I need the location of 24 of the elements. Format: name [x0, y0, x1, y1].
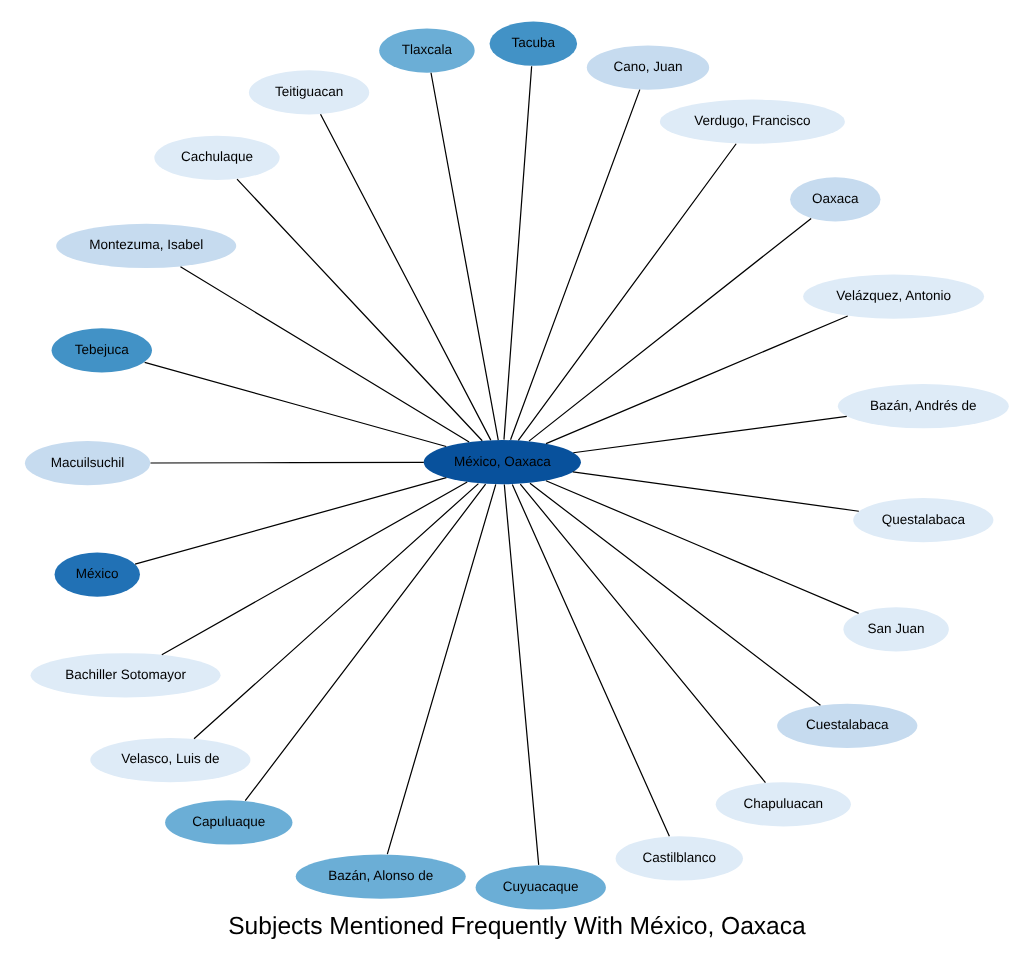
- connector: [144, 361, 447, 448]
- connector: [528, 217, 812, 442]
- connector: [509, 89, 641, 441]
- connector: [430, 72, 499, 441]
- connector: [179, 266, 470, 443]
- connector: [134, 477, 448, 565]
- connector: [161, 481, 468, 656]
- connector: [572, 415, 848, 454]
- connector: [529, 482, 822, 706]
- connector: [519, 483, 767, 784]
- connector: [545, 315, 849, 445]
- diagram-title: Subjects Mentioned Frequently With México, Oaxaca: [228, 912, 806, 941]
- connector: [319, 113, 492, 441]
- connector: [511, 484, 670, 837]
- connector: [503, 65, 533, 441]
- connector: [149, 461, 425, 464]
- connector: [386, 483, 497, 855]
- connector: [244, 483, 487, 802]
- connector: [545, 480, 860, 615]
- connector: [193, 482, 480, 740]
- connector: [517, 143, 737, 441]
- connector: [572, 471, 860, 512]
- connector: [236, 178, 483, 442]
- connector: [503, 483, 540, 866]
